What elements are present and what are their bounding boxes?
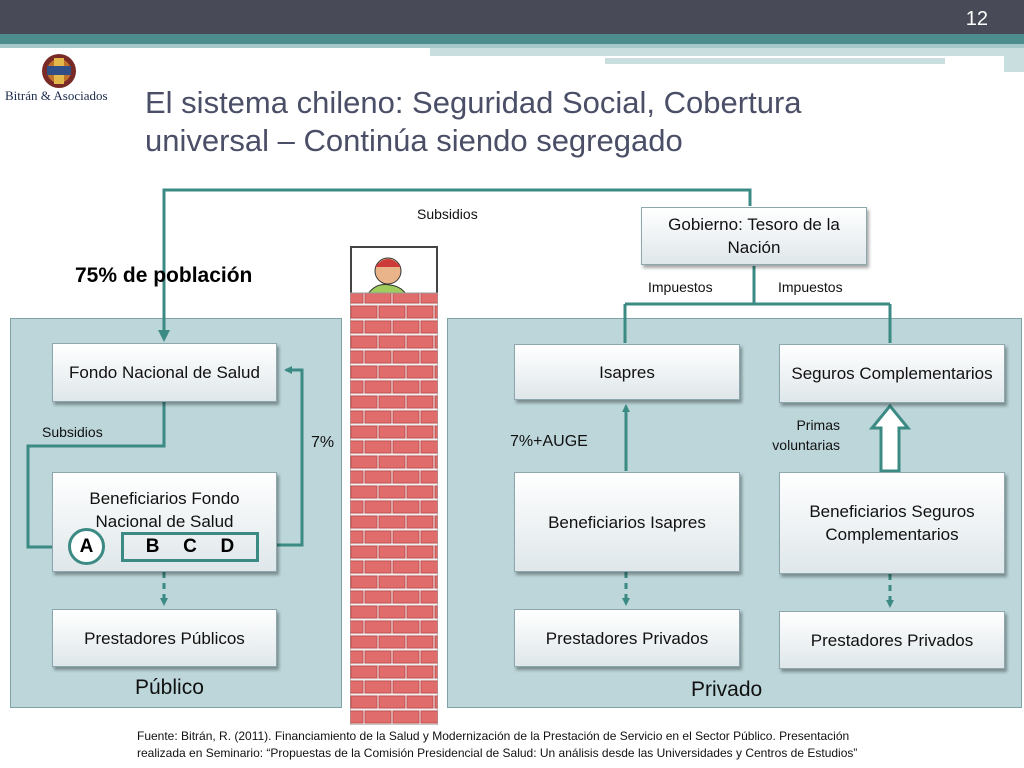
auge-label: 7%+AUGE — [510, 433, 588, 450]
title-line-2: universal – Continúa siendo segregado — [145, 123, 683, 158]
decor-band — [1004, 48, 1024, 72]
group-d: D — [220, 536, 235, 557]
page-number: 12 — [965, 8, 988, 30]
beneficiarios-isapres-box: Beneficiarios Isapres — [514, 472, 740, 572]
publico-label: Público — [135, 676, 204, 699]
slide-title: El sistema chileno: Seguridad Social, Co… — [145, 84, 1005, 160]
subsidios-top-label: Subsidios — [417, 206, 478, 222]
prestadores-privados-box-1: Prestadores Privados — [514, 609, 740, 667]
percent-label: 7% — [311, 434, 335, 451]
privado-label: Privado — [691, 678, 763, 701]
impuestos-left-label: Impuestos — [648, 279, 713, 295]
decor-band — [605, 58, 945, 64]
logo-text: Bitrán & Asociados — [5, 88, 108, 103]
group-a-circle: A — [68, 528, 105, 565]
decor-band — [430, 48, 1024, 56]
impuestos-right-label: Impuestos — [778, 279, 843, 295]
beneficiarios-seguros-box: Beneficiarios Seguros Complementarios — [779, 472, 1005, 574]
gobierno-box: Gobierno: Tesoro de la Nación — [641, 207, 867, 265]
prestadores-privados-box-2: Prestadores Privados — [779, 611, 1005, 669]
seguros-complementarios-box: Seguros Complementarios — [779, 344, 1005, 403]
fondo-nacional-box: Fondo Nacional de Salud — [52, 343, 277, 402]
header-stripe — [0, 34, 1024, 44]
primas-label: Primas voluntarias — [772, 417, 840, 453]
prestadores-publicos-box: Prestadores Públicos — [52, 609, 277, 667]
source-line-2: realizada en Seminario: “Propuestas de l… — [137, 746, 858, 760]
title-line-1: El sistema chileno: Seguridad Social, Co… — [145, 85, 802, 120]
group-c: C — [183, 536, 197, 557]
beneficiarios-fondo-box: Beneficiarios Fondo Nacional de Salud — [52, 472, 277, 572]
header-stripe-light — [0, 44, 1024, 48]
header-bar — [0, 0, 1024, 34]
source-citation: Fuente: Bitrán, R. (2011). Financiamient… — [137, 728, 1017, 762]
isapres-box: Isapres — [514, 344, 740, 400]
groups-row: B C D A — [68, 528, 260, 565]
primas-arrow — [868, 403, 912, 473]
brick-wall-icon — [350, 246, 438, 725]
group-b: B — [145, 536, 160, 557]
groups-bcd-box: B C D — [121, 532, 259, 562]
logo-emblem-icon — [42, 54, 76, 88]
source-line-1: Fuente: Bitrán, R. (2011). Financiamient… — [137, 729, 850, 743]
subsidios-public-label: Subsidios — [42, 424, 103, 440]
population-label: 75% de población — [75, 264, 253, 287]
